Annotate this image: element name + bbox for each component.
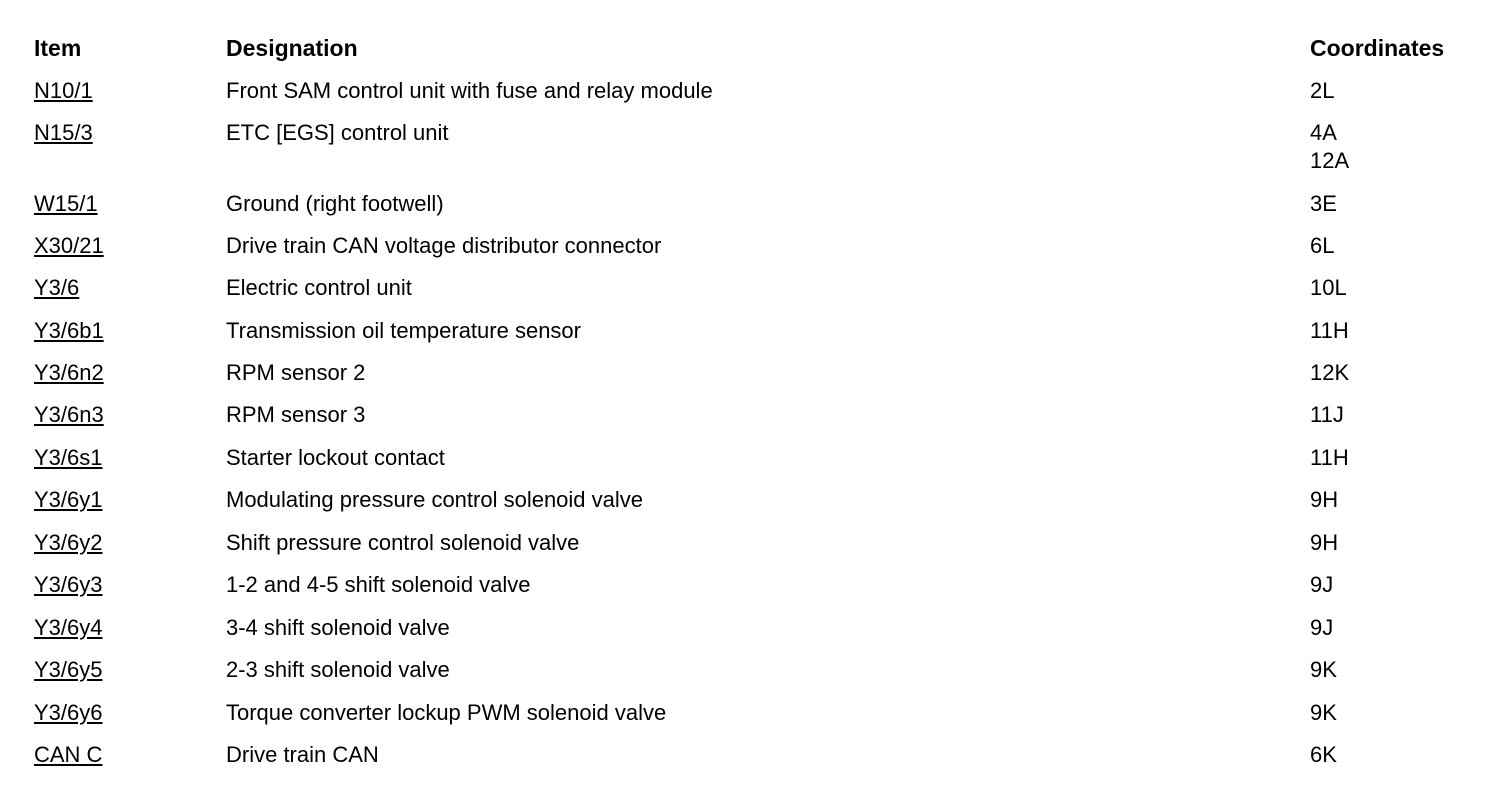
designation-text: 2-3 shift solenoid valve (226, 657, 450, 682)
designation-text: Front SAM control unit with fuse and rel… (226, 78, 713, 103)
coordinate-value: 3E (1310, 191, 1337, 216)
coordinate-value: 9J (1310, 572, 1334, 597)
header-item: Item (34, 35, 82, 61)
coordinates-cell: 11J (1310, 401, 1344, 429)
coordinate-value: 11H (1310, 318, 1349, 343)
item-link[interactable]: X30/21 (34, 233, 104, 258)
coordinates-cell: 12K (1310, 359, 1349, 387)
coordinate-value: 12A (1310, 148, 1350, 173)
coordinates-cell: 9K (1310, 699, 1337, 727)
coordinates-cell: 11H (1310, 317, 1349, 345)
item-link[interactable]: Y3/6y1 (34, 487, 103, 512)
coordinates-cell: 9J (1310, 571, 1333, 599)
designation-text: Starter lockout contact (226, 445, 445, 470)
coordinate-value: 4A (1310, 120, 1337, 145)
coordinates-cell: 3E (1310, 190, 1337, 218)
designation-text: Drive train CAN (226, 742, 379, 767)
coordinate-value: 11H (1310, 445, 1349, 470)
coordinates-cell: 9H (1310, 529, 1338, 557)
coordinates-cell: 6K (1310, 741, 1337, 769)
item-link[interactable]: Y3/6n3 (34, 402, 104, 427)
coordinate-value: 10L (1310, 275, 1347, 300)
coordinates-cell: 9H (1310, 486, 1338, 514)
item-link[interactable]: N15/3 (34, 120, 93, 145)
coordinate-value: 9J (1310, 615, 1334, 640)
coordinates-cell: 9K (1310, 656, 1337, 684)
item-link[interactable]: Y3/6s1 (34, 445, 103, 470)
designation-text: Torque converter lockup PWM solenoid val… (226, 700, 667, 725)
item-link[interactable]: Y3/6n2 (34, 360, 104, 385)
designation-text: 3-4 shift solenoid valve (226, 615, 450, 640)
coordinates-cell: 11H (1310, 444, 1349, 472)
coordinates-cell: 9J (1310, 614, 1333, 642)
coordinate-value: 9K (1310, 700, 1337, 725)
designation-text: ETC [EGS] control unit (226, 120, 449, 145)
item-link[interactable]: N10/1 (34, 78, 93, 103)
designation-text: Drive train CAN voltage distributor conn… (226, 233, 662, 258)
item-link[interactable]: Y3/6y2 (34, 530, 103, 555)
coordinate-value: 6K (1310, 742, 1337, 767)
coordinate-value: 6L (1310, 233, 1335, 258)
designation-text: Shift pressure control solenoid valve (226, 530, 580, 555)
coordinate-value: 11J (1310, 402, 1344, 427)
designation-text: RPM sensor 3 (226, 402, 366, 427)
coordinate-value: 9K (1310, 657, 1337, 682)
designation-text: RPM sensor 2 (226, 360, 366, 385)
header-coordinates: Coordinates (1310, 35, 1445, 61)
coordinates-cell: 10L (1310, 274, 1347, 302)
designation-text: Ground (right footwell) (226, 191, 444, 216)
item-link[interactable]: Y3/6y3 (34, 572, 103, 597)
designation-text: Electric control unit (226, 275, 412, 300)
designation-text: Modulating pressure control solenoid val… (226, 487, 644, 512)
coordinates-cell: 2L (1310, 77, 1334, 105)
coordinate-value: 9H (1310, 487, 1339, 512)
item-link[interactable]: CAN C (34, 742, 103, 767)
header-designation: Designation (226, 35, 358, 61)
item-link[interactable]: W15/1 (34, 191, 98, 216)
coordinate-value: 12K (1310, 360, 1350, 385)
coordinate-value: 2L (1310, 78, 1335, 103)
coordinate-value: 9H (1310, 530, 1339, 555)
item-link[interactable]: Y3/6y4 (34, 615, 103, 640)
item-link[interactable]: Y3/6 (34, 275, 80, 300)
designation-text: 1-2 and 4-5 shift solenoid valve (226, 572, 531, 597)
item-link[interactable]: Y3/6y5 (34, 657, 103, 682)
coordinates-cell: 6L (1310, 232, 1334, 260)
item-link[interactable]: Y3/6b1 (34, 318, 104, 343)
item-link[interactable]: Y3/6y6 (34, 700, 103, 725)
designation-text: Transmission oil temperature sensor (226, 318, 581, 343)
